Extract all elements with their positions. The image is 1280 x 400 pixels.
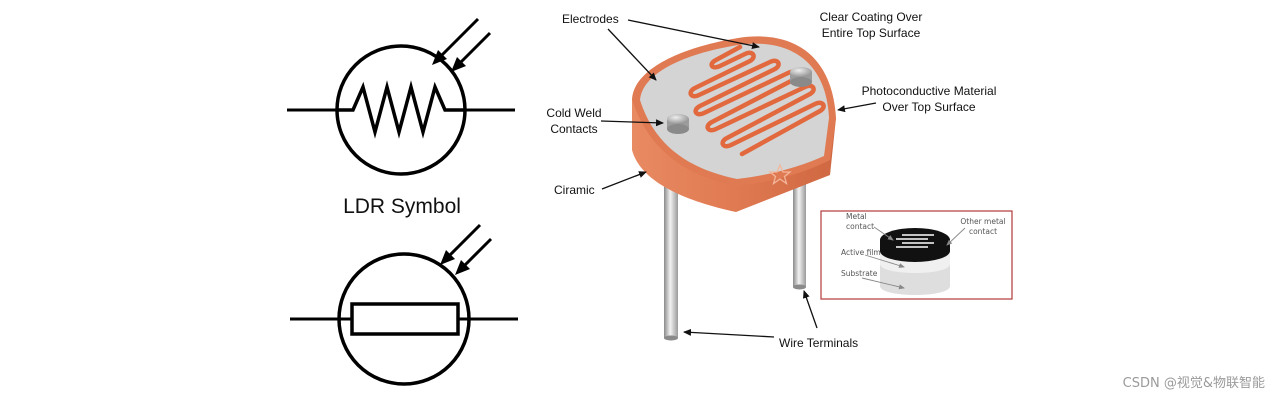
inset-label-other-metal-line1: Other metal <box>960 217 1005 226</box>
label-wire-terminals: Wire Terminals <box>779 336 858 350</box>
ldr-symbol-zigzag <box>287 17 515 176</box>
label-electrodes: Electrodes <box>562 12 619 26</box>
electrode-pattern <box>688 44 826 157</box>
ldr-symbol-box <box>290 223 518 386</box>
label-photoconductive-line2: Over Top Surface <box>882 100 975 114</box>
label-clear-coating-line1: Clear Coating Over <box>820 10 923 24</box>
contact-right <box>790 67 812 87</box>
label-cold-weld-line1: Cold Weld <box>546 106 601 120</box>
label-clear-coating-line2: Entire Top Surface <box>822 26 921 40</box>
lead-right <box>793 175 806 287</box>
callout-arrows <box>600 19 877 338</box>
box-resistor <box>350 302 460 336</box>
symbol-circle <box>337 252 471 386</box>
inset-label-substrate: Substrate <box>841 269 878 278</box>
inset-callout-arrows <box>861 226 966 290</box>
inset-label-metal-contact-line1: Metal <box>846 212 867 221</box>
star-logo-icon <box>768 163 792 186</box>
lead-left <box>664 178 678 338</box>
contact-left <box>667 114 689 134</box>
inset-label-other-metal-line2: contact <box>969 227 997 236</box>
inset-label-active-film: Active film <box>841 248 881 257</box>
ldr-symbol-caption: LDR Symbol <box>343 195 461 218</box>
watermark-text: CSDN @视觉&物联智能 <box>1123 376 1265 391</box>
inset-label-metal-contact-line2: contact <box>846 222 874 231</box>
light-arrows-icon <box>432 17 492 72</box>
inset-electrode-fingers <box>896 234 934 248</box>
zigzag-resistor <box>337 80 465 139</box>
photoresistor-illustration <box>632 36 836 341</box>
label-photoconductive-line1: Photoconductive Material <box>862 84 997 98</box>
inset-diagram: Metal contact Other metal contact Active… <box>820 210 1013 300</box>
light-arrows-icon <box>440 223 493 275</box>
label-cold-weld-line2: Contacts <box>550 122 597 136</box>
label-ceramic: Ciramic <box>554 183 595 197</box>
